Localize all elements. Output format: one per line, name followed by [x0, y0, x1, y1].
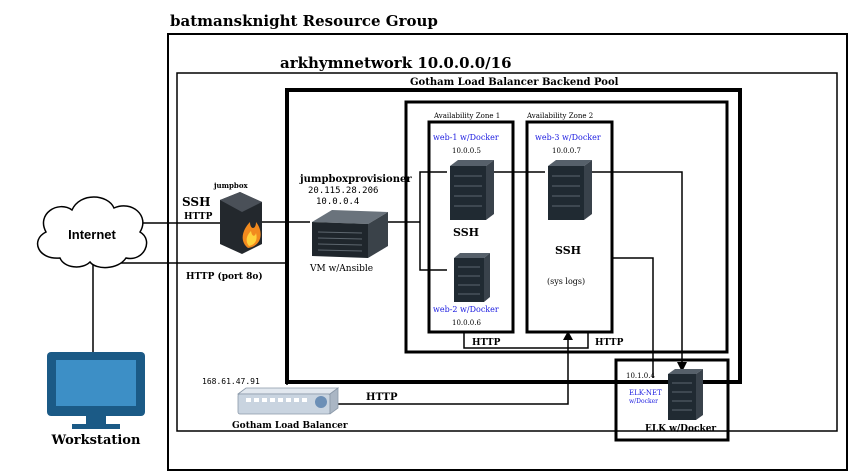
zone1-title: Availability Zone 1	[433, 112, 500, 120]
zone1-frame	[427, 120, 515, 334]
elk-server-icon	[668, 369, 703, 420]
web1-ip: 10.0.0.5	[452, 147, 481, 155]
jumpbox-http-label: HTTP	[184, 212, 213, 222]
zone1-ssh-label: SSH	[453, 226, 479, 239]
pool-title: Gotham Load Balancer Backend Pool	[410, 77, 619, 88]
http-port-label: HTTP (port 8o)	[186, 271, 263, 282]
switch-icon	[236, 387, 340, 415]
internet-label: Internet	[68, 227, 116, 242]
lb-public-ip: 168.61.47.91	[202, 377, 260, 386]
pool-http-right: HTTP	[595, 338, 624, 348]
resource-group-title: batmansknight Resource Group	[170, 12, 438, 30]
web2-name: web-2 w/Docker	[433, 305, 499, 314]
web2-server-icon	[454, 253, 490, 302]
provisioner-caption: VM w/Ansible	[309, 264, 373, 274]
pool-http-left: HTTP	[472, 338, 501, 348]
web1-name: web-1 w/Docker	[433, 133, 499, 142]
provisioner-name: jumpboxprovisioner	[299, 174, 412, 185]
vnet-title: arkhymnetwork 10.0.0.0/16	[280, 54, 512, 72]
vnet-frame	[176, 72, 838, 432]
web3-ip: 10.0.0.7	[552, 147, 581, 155]
cloud-icon	[36, 196, 148, 269]
elk-caption: ELK w/Docker	[645, 424, 716, 434]
jumpbox-ssh-label: SSH	[182, 195, 210, 209]
zone2-title: Availability Zone 2	[526, 112, 593, 120]
monitor-icon	[47, 352, 145, 429]
web2-ip: 10.0.0.6	[452, 319, 481, 327]
lb-label: Gotham Load Balancer	[232, 421, 348, 431]
zone2-logs-label: (sys logs)	[547, 277, 585, 286]
zone2-frame	[525, 120, 614, 334]
lb-http-label: HTTP	[366, 392, 398, 403]
elk-ip: 10.1.0.4	[626, 372, 655, 380]
connection-lines	[92, 171, 683, 405]
zone2-ssh-label: SSH	[555, 244, 581, 257]
firewall-server-icon	[220, 192, 262, 254]
arrowheads	[563, 331, 687, 372]
zones-container	[404, 100, 729, 354]
resource-group-frame	[167, 33, 848, 471]
workstation-label: Workstation	[51, 433, 141, 448]
elk-net: ELK-NET	[629, 389, 662, 397]
blade-server-icon	[312, 210, 388, 258]
jumpbox-label: jumpbox	[213, 181, 248, 190]
provisioner-public-ip: 20.115.28.206	[308, 186, 378, 196]
web1-server-icon	[450, 160, 494, 220]
web3-server-icon	[548, 160, 592, 220]
provisioner-private-ip: 10.0.0.4	[316, 197, 359, 207]
web3-name: web-3 w/Docker	[535, 133, 601, 142]
elk-net-sub: w/Docker	[629, 398, 658, 405]
backend-pool-frame	[285, 88, 742, 384]
elk-frame	[614, 358, 730, 442]
